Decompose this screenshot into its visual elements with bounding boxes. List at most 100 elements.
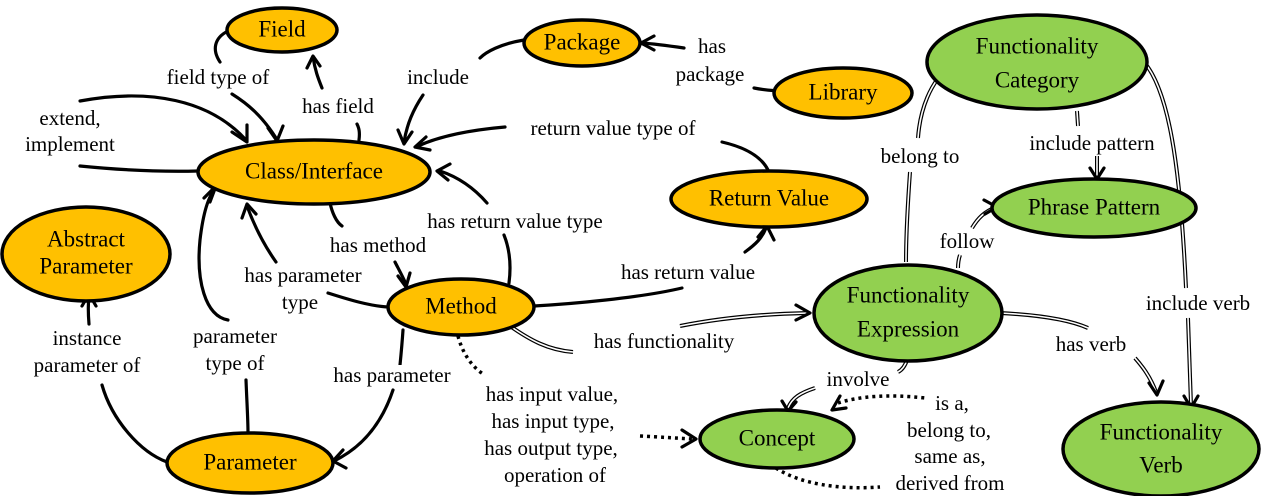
- label-background: [426, 211, 604, 231]
- edge-method-concept: [456, 335, 698, 449]
- edge-include: [396, 38, 526, 146]
- edge-has-return-value-type: [435, 162, 512, 285]
- node-class-interface: Class/Interface: [196, 138, 432, 206]
- edge-instance-parameter-of: [80, 292, 169, 464]
- node-field: Field: [225, 6, 339, 54]
- edge-label-same-as: same as,: [914, 444, 985, 468]
- edge-label-involve: involve: [827, 367, 890, 391]
- edge-include-verb: [1142, 60, 1200, 410]
- node-label: Phrase Pattern: [1028, 194, 1161, 219]
- edge-return-value-type-of: [413, 125, 770, 172]
- node-label: Parameter: [39, 253, 133, 278]
- label-background: [332, 365, 452, 385]
- edge-concept-relations: [775, 394, 926, 490]
- node-return-value: Return Value: [669, 169, 869, 229]
- edge-label-has-input-type: has input type,: [491, 409, 614, 433]
- node-package: Package: [522, 18, 642, 68]
- label-background: [619, 262, 757, 282]
- edge-label-has-parameter-type: has parameter: [244, 263, 361, 287]
- label-background: [934, 393, 970, 413]
- edge-label-has-return-value-type: has return value type: [427, 209, 603, 233]
- edge-label-has-verb: has verb: [1056, 332, 1127, 356]
- edge-label-has-parameter-type-2: type: [282, 290, 318, 314]
- label-background: [484, 384, 620, 404]
- label-background: [697, 36, 727, 56]
- node-label: Functionality: [976, 33, 1099, 58]
- label-background: [592, 331, 736, 351]
- label-background: [328, 235, 428, 255]
- label-background: [32, 355, 142, 375]
- edge-label-is-a: is a,: [935, 391, 969, 415]
- label-background: [529, 118, 697, 138]
- edge-label-parameter: parameter: [193, 324, 277, 348]
- label-background: [1144, 293, 1252, 313]
- node-concept: Concept: [698, 408, 856, 470]
- edge-label-field-type-of: field type of: [167, 65, 270, 89]
- label-background: [894, 473, 1006, 493]
- label-background: [243, 265, 363, 285]
- edge-label-belong-to-2: belong to,: [907, 418, 991, 442]
- edge-has-parameter-type: [240, 202, 390, 309]
- edge-label-implement: implement: [25, 132, 115, 156]
- edge-label-has-package-2: package: [676, 62, 745, 86]
- node-label: Category: [995, 67, 1080, 92]
- node-label: Field: [258, 16, 306, 41]
- edge-label-type-of: type of: [206, 351, 265, 375]
- edge-has-parameter: [331, 328, 405, 470]
- edge-label-has-output-type: has output type,: [484, 436, 618, 460]
- edge-has-field: [305, 54, 361, 142]
- label-background: [301, 96, 376, 116]
- node-label: Abstract: [47, 226, 126, 251]
- node-library: Library: [772, 66, 914, 120]
- label-background: [24, 134, 117, 154]
- label-background: [165, 67, 271, 87]
- label-background: [51, 328, 123, 348]
- label-background: [280, 292, 320, 312]
- edge-label-operation-of: operation of: [504, 463, 606, 487]
- edge-has-verb: [999, 311, 1165, 397]
- node-label: Concept: [739, 425, 816, 450]
- label-background: [406, 67, 470, 87]
- edge-label-include-verb: include verb: [1146, 291, 1250, 315]
- node-functionality-category: Functionality Category: [925, 13, 1149, 111]
- node-label: Verb: [1139, 452, 1182, 477]
- label-background: [825, 369, 891, 389]
- label-background: [938, 231, 997, 251]
- edge-label-has-field: has field: [302, 94, 374, 118]
- node-functionality-expression: Functionality Expression: [812, 263, 1004, 363]
- node-abstract-parameter: Abstract Parameter: [0, 205, 172, 303]
- edge-label-instance: instance: [53, 326, 122, 350]
- label-background: [490, 411, 616, 431]
- node-label: Method: [425, 293, 497, 318]
- edge-labels: field type of has field include has pack…: [24, 34, 1252, 495]
- label-background: [38, 108, 102, 128]
- node-label: Class/Interface: [245, 158, 383, 183]
- node-label: Expression: [857, 316, 960, 341]
- edge-has-functionality: [508, 303, 812, 354]
- label-background: [1028, 133, 1157, 153]
- edge-label-has-input-value: has input value,: [486, 382, 618, 406]
- edge-label-include: include: [407, 65, 469, 89]
- node-label: Parameter: [203, 449, 297, 474]
- label-background: [913, 446, 987, 466]
- node-label: Library: [809, 79, 878, 104]
- node-method: Method: [386, 277, 536, 337]
- edge-label-belong-to: belong to: [881, 144, 960, 168]
- nodes: Field Package Library Class/Interface Re…: [0, 6, 1261, 496]
- node-label: Package: [544, 29, 621, 54]
- node-label: Functionality: [847, 282, 970, 307]
- node-parameter: Parameter: [165, 431, 335, 495]
- edge-extend-implement: [78, 94, 249, 173]
- node-phrase-pattern: Phrase Pattern: [990, 177, 1198, 239]
- edge-label-has-method: has method: [330, 233, 427, 257]
- edge-label-follow: follow: [940, 229, 996, 253]
- edge-label-has-return-value: has return value: [621, 260, 755, 284]
- edge-label-return-value-type-of: return value type of: [530, 116, 695, 140]
- label-background: [879, 146, 961, 166]
- node-label: Return Value: [709, 185, 829, 210]
- label-background: [483, 438, 619, 458]
- node-functionality-verb: Functionality Verb: [1061, 400, 1261, 496]
- edge-label-include-pattern: include pattern: [1029, 131, 1155, 155]
- label-background: [906, 420, 992, 440]
